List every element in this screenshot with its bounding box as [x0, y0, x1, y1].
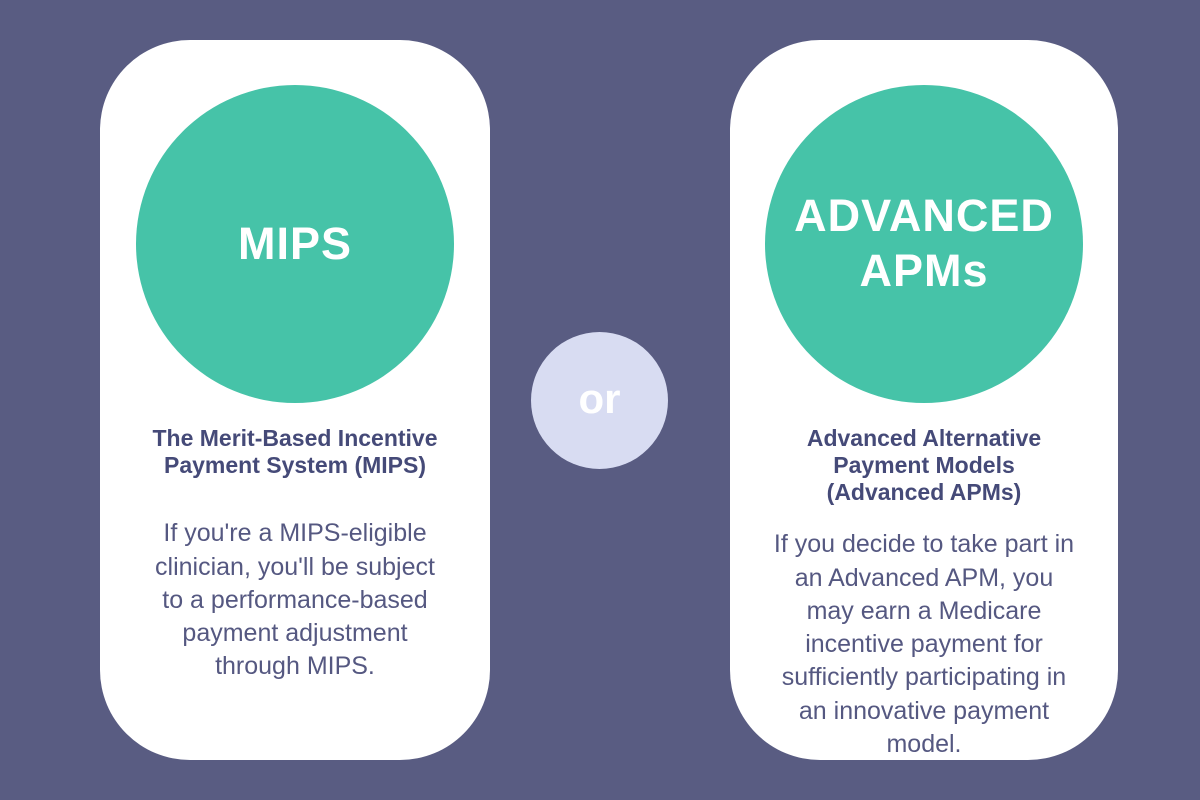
advanced-apms-circle-label: ADVANCED APMs	[794, 190, 1054, 296]
advanced-apms-card: ADVANCED APMs Advanced Alternative Payme…	[730, 40, 1118, 760]
advanced-apms-description: If you decide to take part in an Advance…	[773, 530, 1075, 758]
mips-heading: The Merit-Based Incentive Payment System…	[152, 425, 438, 479]
mips-card: MIPS The Merit-Based Incentive Payment S…	[100, 40, 490, 760]
mips-circle-label: MIPS	[237, 217, 353, 269]
mips-circle-badge: MIPS	[136, 85, 454, 403]
mips-description: If you're a MIPS-eligible clinician, you…	[155, 519, 435, 681]
advanced-apms-heading: Advanced Alternative Payment Models (Adv…	[806, 425, 1042, 506]
or-divider-bubble: or	[531, 332, 668, 469]
advanced-apms-circle-badge: ADVANCED APMs	[765, 85, 1083, 403]
or-divider-label: or	[578, 374, 621, 422]
